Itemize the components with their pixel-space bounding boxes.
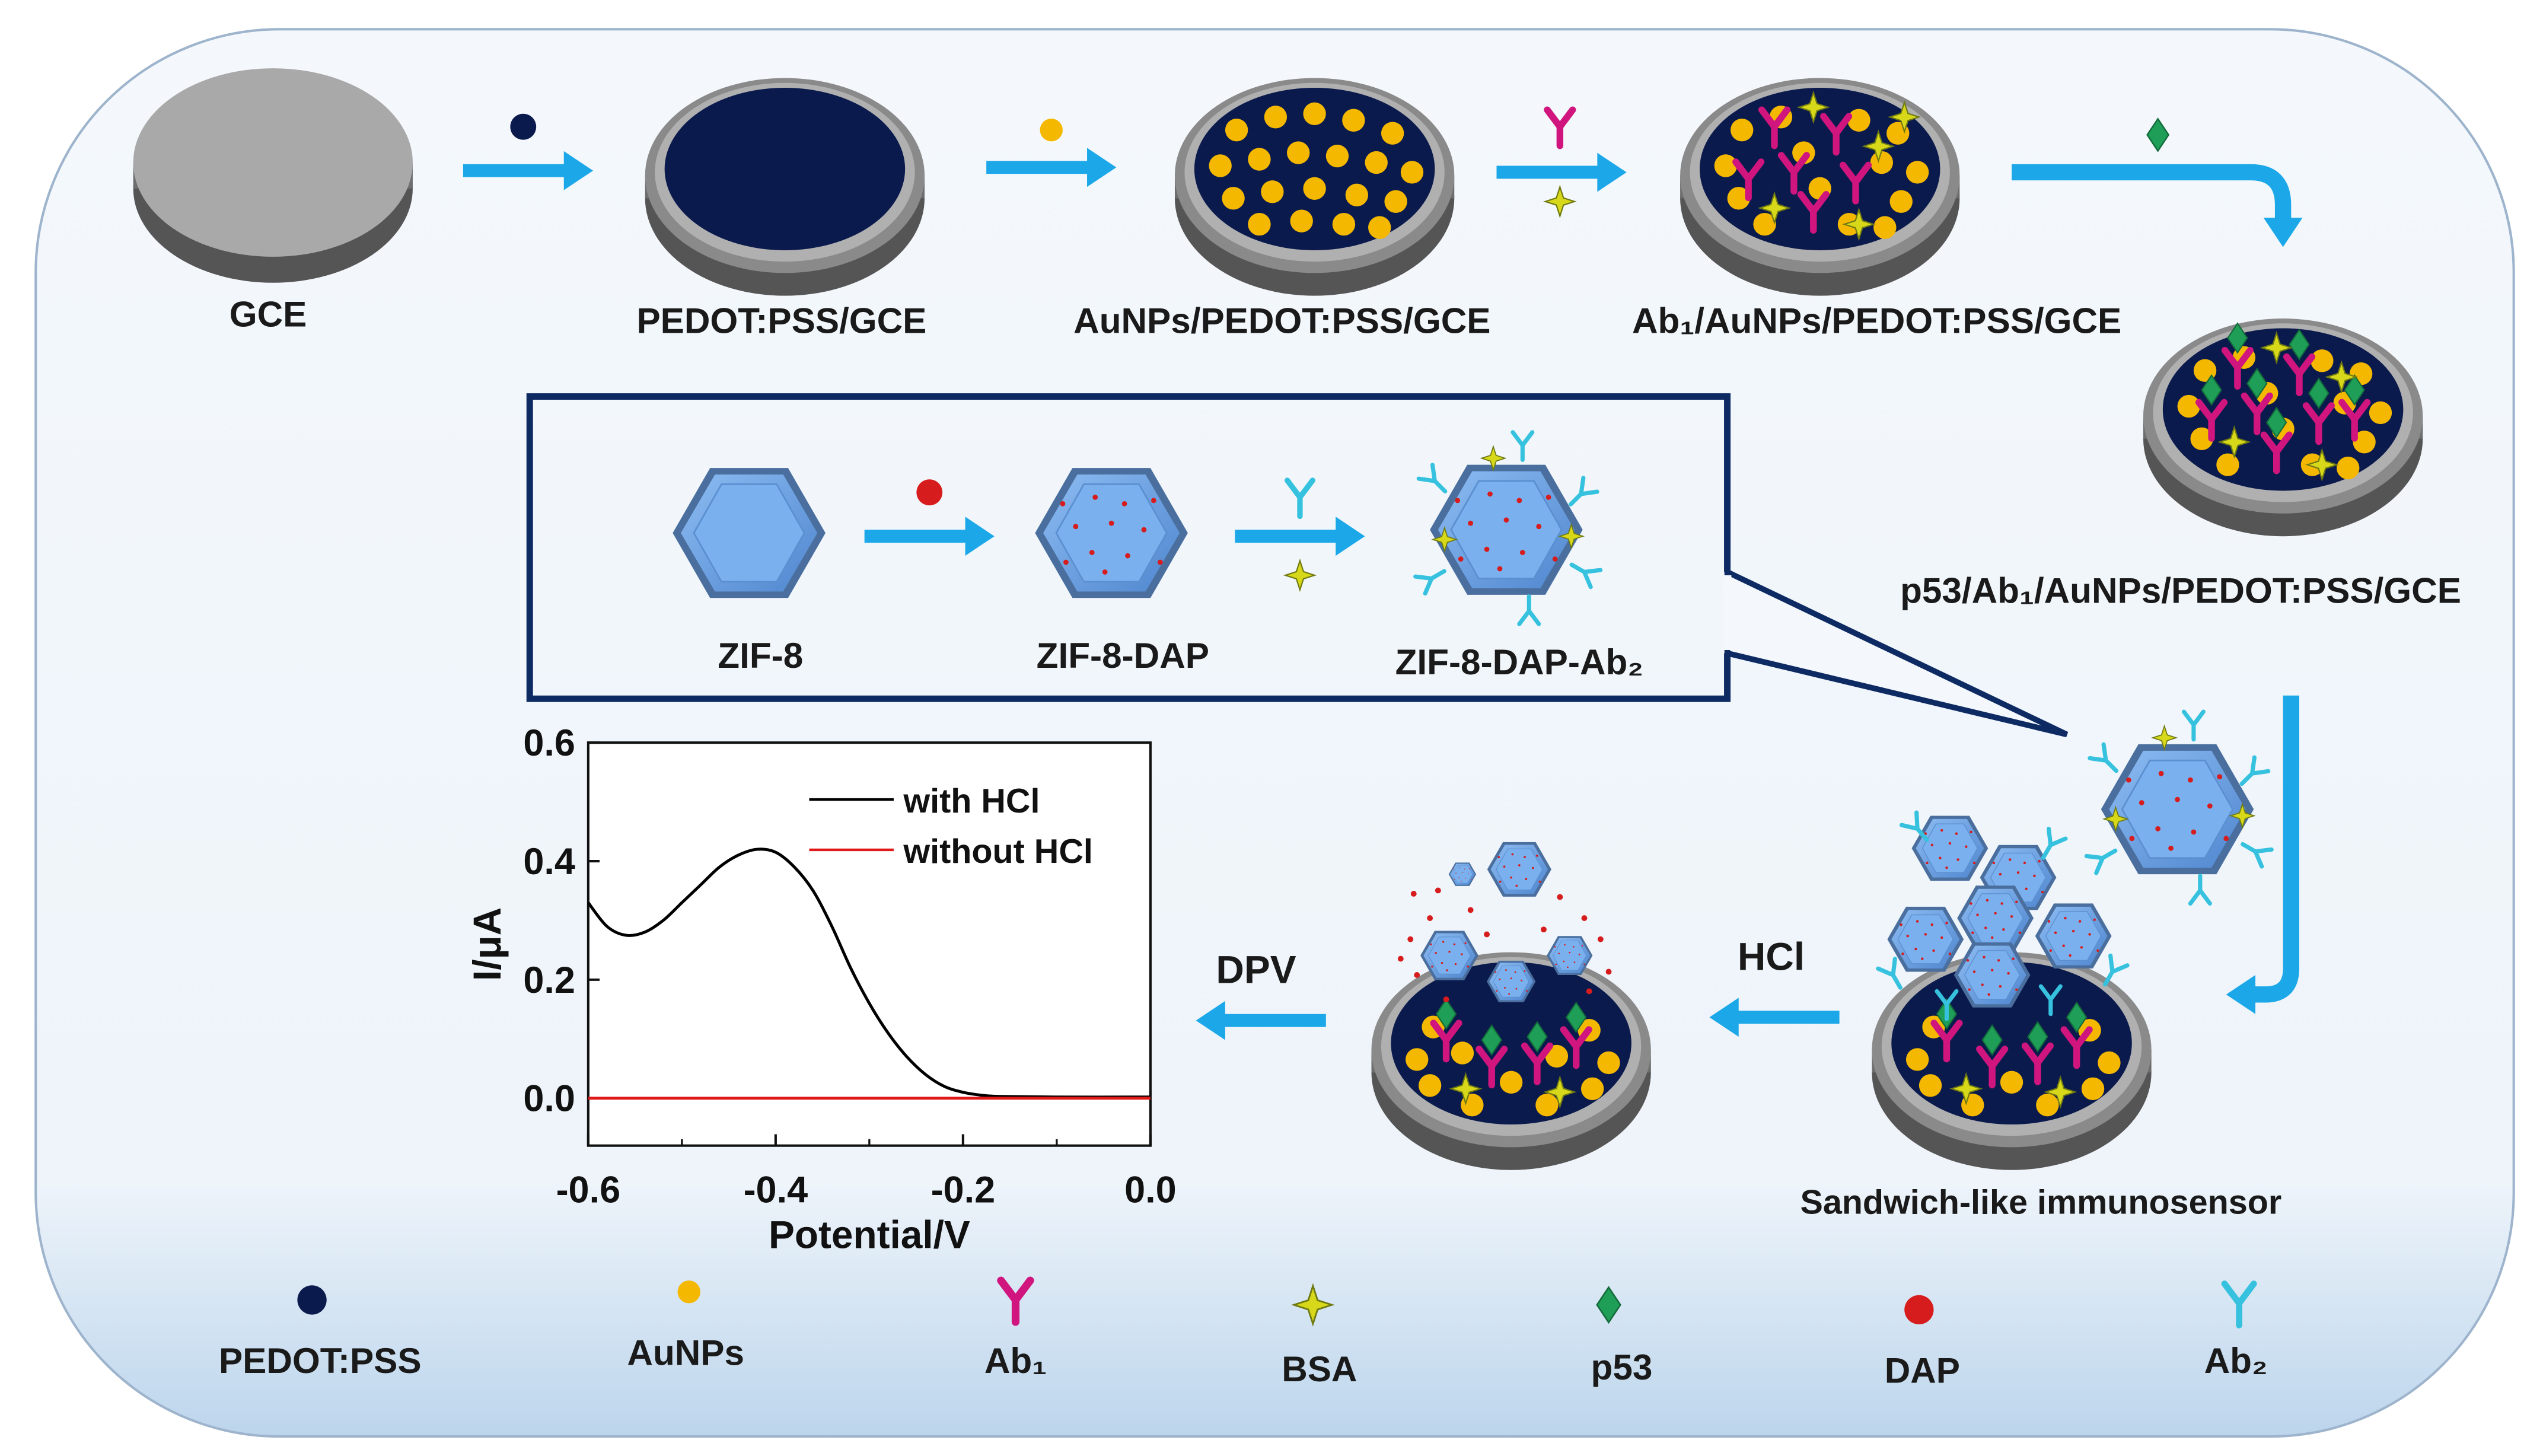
label-pedot-gce: PEDOT:PSS/GCE <box>636 301 926 341</box>
y-tick-label: 0.2 <box>523 960 575 1001</box>
label-zif8-dap-ab2: ZIF-8-DAP-Ab₂ <box>1395 642 1643 682</box>
label-ab1-aunps-pedot-gce: Ab₁/AuNPs/PEDOT:PSS/GCE <box>1632 301 2121 341</box>
legend-pedot-label: PEDOT:PSS <box>219 1340 422 1381</box>
chart-x-tick-labels: -0.6 -0.4 -0.2 0.0 <box>556 1170 1177 1211</box>
x-tick-label: -0.4 <box>744 1170 808 1211</box>
legend-label-with-hcl: with HCl <box>903 782 1040 820</box>
y-tick-label: 0.6 <box>523 722 575 764</box>
y-tick-label: 0.0 <box>523 1078 575 1120</box>
legend-pedot-icon <box>297 1285 327 1315</box>
series-with-hcl-line <box>587 848 1151 1099</box>
arrow-step-4 <box>2012 164 2303 247</box>
legend-aunps-label: AuNPs <box>627 1333 744 1373</box>
label-gce: GCE <box>230 294 307 334</box>
label-hcl: HCl <box>1738 935 1805 979</box>
legend-ab1-label: Ab₁ <box>984 1340 1047 1381</box>
chart-y-tick-labels: 0.0 0.2 0.4 0.6 <box>523 722 575 1120</box>
legend-bsa-label: BSA <box>1282 1349 1357 1389</box>
icon-dap-reagent <box>916 479 943 506</box>
legend-ab2-label: Ab₂ <box>2204 1340 2268 1381</box>
dpv-chart: -0.6 -0.4 -0.2 0.0 0.0 0.2 0.4 0.6 Potential/V… <box>465 722 1177 1256</box>
electrode-pedot-gce <box>645 78 925 296</box>
chart-legend: with HCl without HCl <box>809 782 1093 871</box>
legend-p53-label: p53 <box>1591 1347 1653 1387</box>
electrode-gce <box>133 68 413 283</box>
label-zif8-dap: ZIF-8-DAP <box>1037 635 1209 676</box>
chart-x-axis-label: Potential/V <box>769 1212 970 1256</box>
chart-y-axis-label: I/μA <box>465 907 509 981</box>
x-tick-label: -0.2 <box>931 1170 996 1211</box>
label-aunps-pedot-gce: AuNPs/PEDOT:PSS/GCE <box>1073 301 1490 341</box>
label-dpv: DPV <box>1216 948 1296 992</box>
icon-pedot-reagent <box>510 113 537 140</box>
released-fragments <box>1397 842 1612 1003</box>
chart-series <box>587 848 1151 1100</box>
electrode-ab1 <box>1680 78 1959 296</box>
label-zif8: ZIF-8 <box>718 635 803 676</box>
legend-label-without-hcl: without HCl <box>903 833 1092 871</box>
legend-aunps-icon <box>677 1280 700 1304</box>
legend-dap-label: DAP <box>1885 1350 1960 1391</box>
icon-aunps-reagent <box>1040 119 1063 142</box>
electrode-p53 <box>2143 318 2423 536</box>
legend-row: PEDOT:PSS AuNPs Ab₁ BSA p53 DAP Ab₂ <box>219 1280 2268 1391</box>
chart-frame <box>587 741 1152 1147</box>
zif-inset-box <box>526 393 2069 738</box>
legend-dap-icon <box>1904 1295 1934 1325</box>
x-tick-label: 0.0 <box>1124 1170 1177 1211</box>
electrode-aunps <box>1175 78 1454 296</box>
label-p53-ab1-aunps-pedot-gce: p53/Ab₁/AuNPs/PEDOT:PSS/GCE <box>1900 571 2461 611</box>
label-sandwich: Sandwich-like immunosensor <box>1800 1184 2281 1222</box>
x-tick-label: -0.6 <box>556 1170 621 1211</box>
arrow-step-5 <box>2226 695 2300 1014</box>
y-tick-label: 0.4 <box>523 841 575 882</box>
